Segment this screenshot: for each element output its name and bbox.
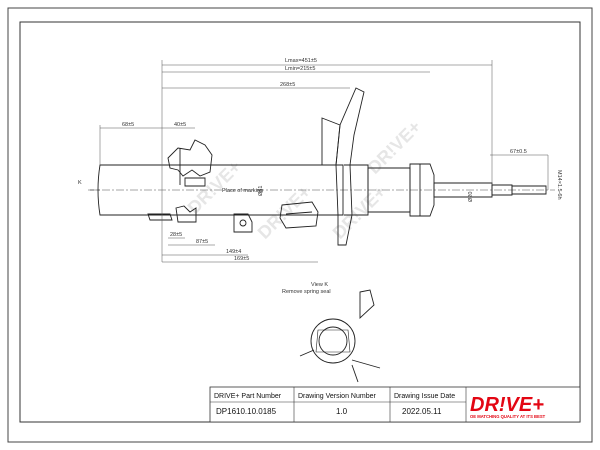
dim-d51: Ø51 [258,186,264,196]
title-block [209,386,581,423]
view-k-arrow-label: K [78,180,82,186]
top-mount-collar [409,163,435,217]
dim-thread: M14×1.5-6h [556,170,562,200]
inner-border [19,21,581,423]
dim-lmin: Lmin=215±5 [285,66,315,72]
view-k-title: View K [311,282,328,288]
header-version: Drawing Version Number [298,393,376,400]
value-part-number: DP1610.10.0185 [216,407,277,416]
drive-tagline: OE MATCHING QUALITY AT ITS BEST [470,414,546,419]
dimension-lines [99,60,549,263]
dim-28: 28±5 [170,232,182,238]
watermarks: DR!VE+ DR!VE+ DR!VE+ DR!VE+ [184,117,425,243]
shock-absorber-view [88,87,555,246]
dim-68: 68±5 [122,122,134,128]
sensor-clip [233,213,253,233]
value-version: 1.0 [336,407,348,416]
dim-40: 40±5 [174,122,186,128]
dim-lmax: Lmax=451±5 [285,58,317,64]
stabilizer-bracket [279,201,319,229]
remove-seal-note: Remove spring seal [282,289,331,295]
dim-67: 67±0.5 [510,149,527,155]
damper-tube [97,164,344,216]
outer-border [7,7,593,443]
value-issue-date: 2022.05.11 [402,407,442,416]
dim-149: 149±4 [226,249,241,255]
drive-logo: DR!VE+ [470,394,544,416]
header-issue-date: Drawing Issue Date [394,393,455,400]
dim-169: 169±5 [234,256,249,262]
piston-rod [433,182,493,198]
dim-87: 87±5 [196,239,208,245]
watermark-4: DR!VE+ [364,117,425,178]
dim-d20: Ø20 [468,192,474,202]
marking-note: Place of marking [222,188,263,194]
dim-268: 268±5 [280,82,295,88]
header-part-number: DRIVE+ Part Number [214,393,282,400]
threaded-end [491,184,513,196]
knuckle-bracket [167,139,213,177]
brake-hose-clip [147,213,173,221]
view-k [299,289,381,383]
